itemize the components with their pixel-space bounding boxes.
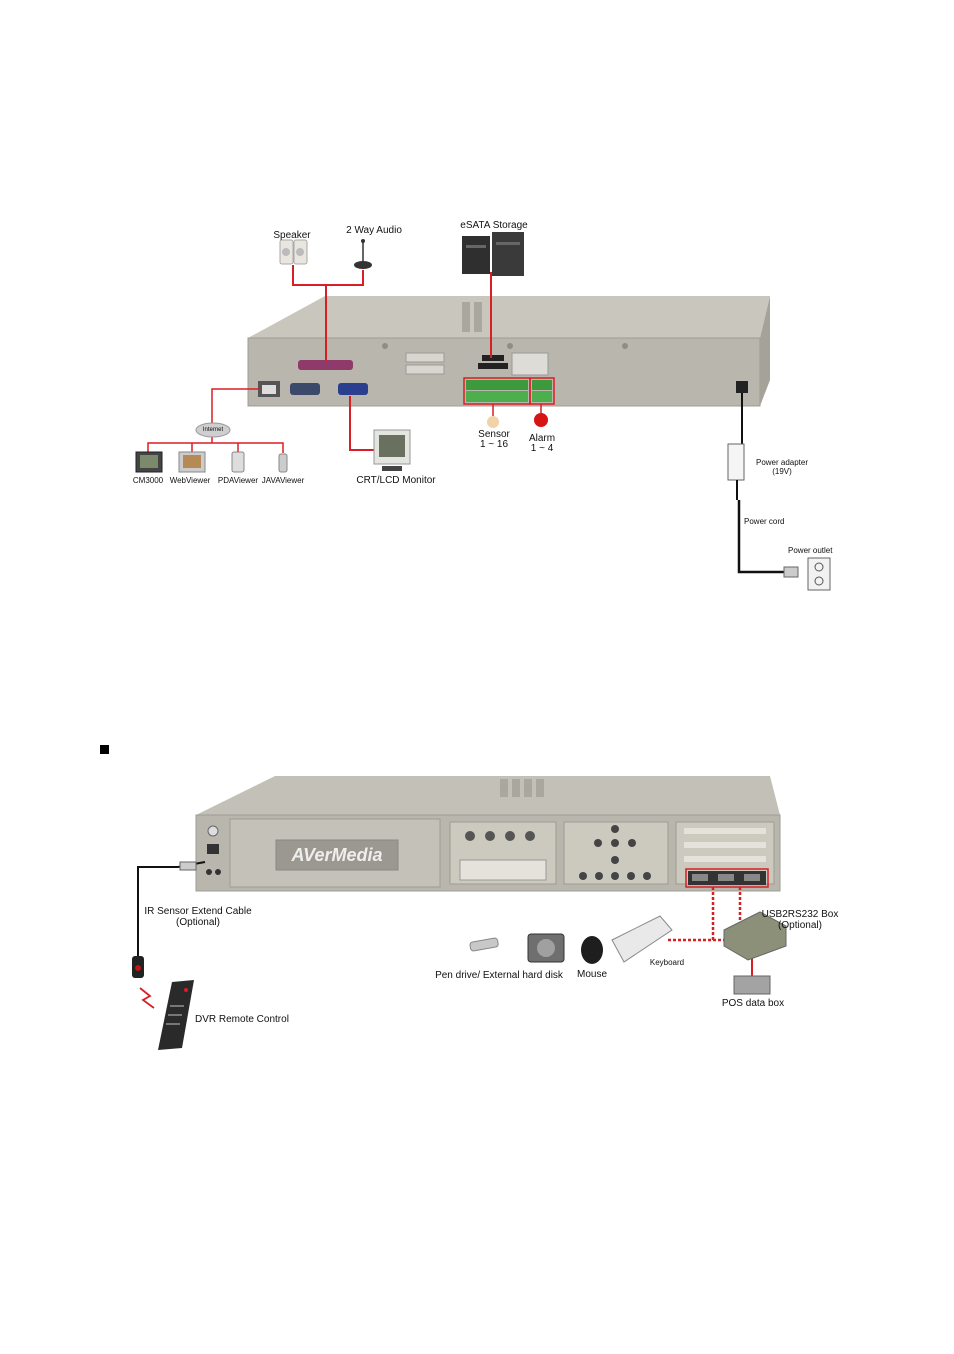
esata-port-icon <box>482 355 504 361</box>
brand-logo: AVerMedia <box>291 845 383 865</box>
power-outlet-icon <box>807 557 831 591</box>
power-adapter-voltage-label: (19V) <box>772 467 792 476</box>
alarm-icon <box>534 413 548 427</box>
sensor-label: Sensor <box>478 429 510 440</box>
sensor-icon <box>487 416 499 428</box>
dvr-rear-top <box>248 296 770 338</box>
power-cord-label: Power cord <box>744 517 785 526</box>
ir-cable-optional-label: (Optional) <box>176 917 220 928</box>
sensor-terminal-block <box>466 380 528 390</box>
pda-icon <box>231 451 245 473</box>
microphone-icon <box>354 239 372 269</box>
alarm-label: Alarm <box>528 433 556 444</box>
phone-icon <box>278 453 288 473</box>
pen-drive-label: Pen drive/ External hard disk <box>435 970 563 981</box>
esata-storage-label: eSATA Storage <box>460 220 528 231</box>
ir-receiver-icon <box>207 844 219 854</box>
usb-box-label: USB2RS232 Box <box>761 909 839 920</box>
sensor-range-label: 1 ~ 16 <box>479 439 509 450</box>
keyboard-label: Keyboard <box>649 958 685 967</box>
usb-box-optional-label: (Optional) <box>778 920 822 931</box>
usb2rs232-box-icon <box>723 911 787 961</box>
crt-monitor-label: CRT/LCD Monitor <box>356 475 436 486</box>
esata-storage-icon <box>462 232 524 276</box>
cm3000-label: CM3000 <box>132 476 164 485</box>
internet-label: Internet <box>202 427 224 433</box>
remote-label: DVR Remote Control <box>195 1014 289 1025</box>
power-adapter-label: Power adapter <box>755 458 809 467</box>
alarm-range-label: 1 ~ 4 <box>530 443 554 454</box>
audio-port-icon <box>298 360 353 370</box>
dvr-front-top <box>196 776 780 815</box>
alarm-terminal-block <box>532 380 552 390</box>
javaviewer-label: JAVAViewer <box>261 476 305 485</box>
speaker-label: Speaker <box>273 230 311 241</box>
pen-drive-icon <box>469 937 499 952</box>
serial-port-icon <box>290 383 320 395</box>
power-outlet-label: Power outlet <box>788 546 833 555</box>
crt-monitor-icon <box>373 429 411 471</box>
mouse-label: Mouse <box>576 969 607 980</box>
pos-box-label: POS data box <box>721 998 785 1009</box>
vga-port-icon <box>338 383 368 395</box>
keyboard-icon <box>611 915 673 963</box>
two-way-audio-label: 2 Way Audio <box>346 225 402 236</box>
pos-data-box-icon <box>733 975 771 995</box>
power-socket-icon <box>736 381 748 393</box>
internet-cloud-icon <box>195 422 231 438</box>
remote-control-icon <box>158 980 194 1050</box>
section-bullet <box>100 745 109 754</box>
mouse-icon <box>581 936 603 964</box>
webviewer-label: WebViewer <box>169 476 211 485</box>
ir-cable-label: IR Sensor Extend Cable <box>144 906 252 917</box>
power-button-icon <box>207 825 219 837</box>
speaker-icon <box>279 239 308 265</box>
pdaviewer-label: PDAViewer <box>217 476 259 485</box>
